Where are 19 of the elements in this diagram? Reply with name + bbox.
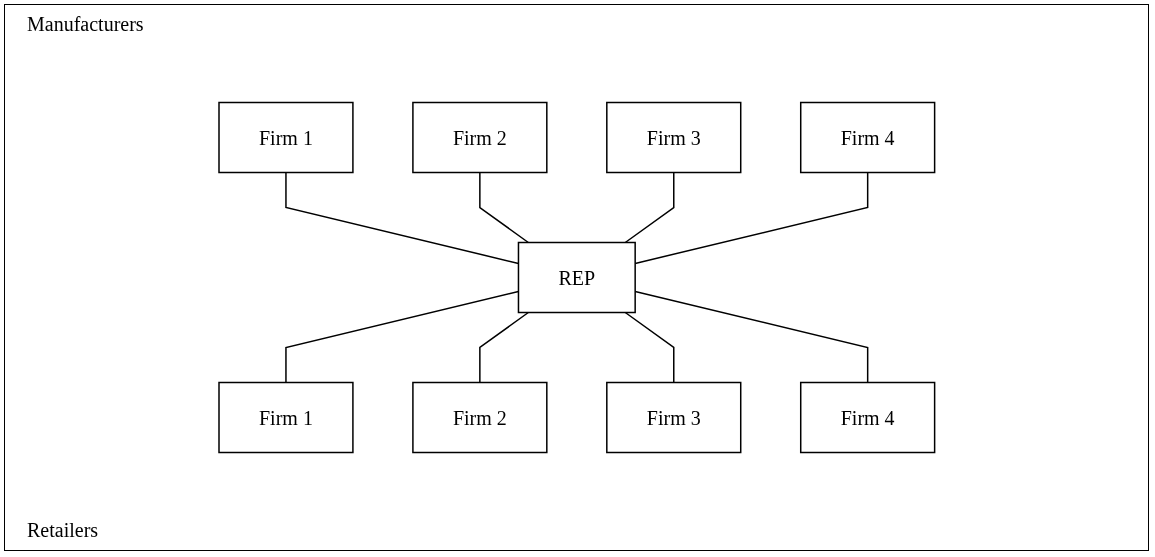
node-box: Firm 2	[411, 101, 548, 174]
connector	[284, 290, 519, 384]
connector	[634, 171, 869, 265]
connector	[624, 171, 675, 244]
connector	[478, 171, 529, 244]
node-box: Firm 2	[411, 381, 548, 454]
connector	[478, 311, 529, 384]
connector	[284, 171, 519, 265]
node-box: Firm 4	[799, 101, 936, 174]
connector	[634, 290, 869, 384]
node-box: Firm 1	[217, 101, 354, 174]
node-box: Firm 4	[799, 381, 936, 454]
node-box: Firm 1	[217, 381, 354, 454]
node-box: REP	[517, 241, 636, 314]
node-box: Firm 3	[605, 101, 742, 174]
group-label: Retailers	[27, 519, 99, 542]
group-label: Manufacturers	[27, 13, 144, 36]
connector	[624, 311, 675, 384]
node-box: Firm 3	[605, 381, 742, 454]
